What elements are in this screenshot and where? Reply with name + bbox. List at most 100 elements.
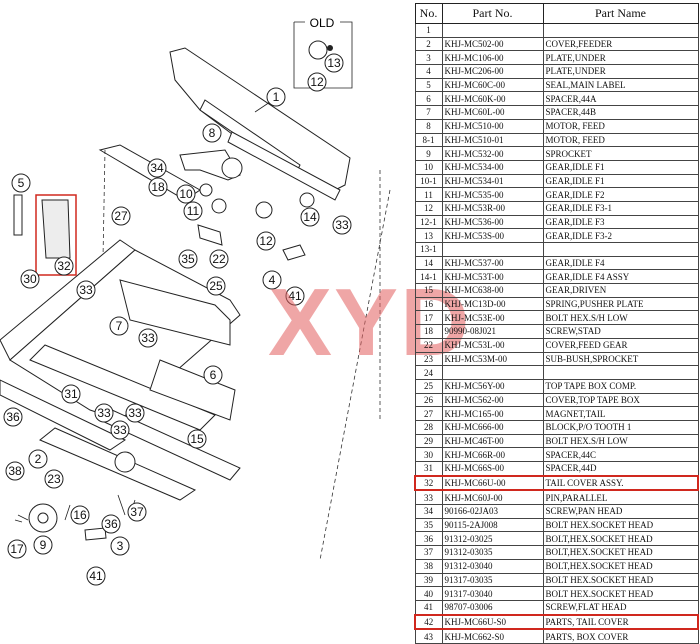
cell-part-name: PARTS, TAIL COVER bbox=[542, 613, 699, 631]
gear-idle-f1 bbox=[199, 183, 213, 197]
header-part-name: Part Name bbox=[542, 3, 699, 24]
gear-idle-f3 bbox=[255, 201, 273, 219]
cell-no: 6 bbox=[414, 91, 443, 107]
svg-text:30: 30 bbox=[23, 272, 37, 286]
cell-no: 31 bbox=[414, 460, 443, 477]
callout-33f: 33 bbox=[332, 215, 352, 235]
callout-12: 12 bbox=[256, 231, 276, 251]
cell-part-no: 98707-03006 bbox=[441, 599, 544, 616]
svg-text:12: 12 bbox=[310, 75, 324, 89]
callout-23: 23 bbox=[44, 469, 64, 489]
gear-idle-f4 bbox=[299, 192, 315, 208]
cell-part-no bbox=[441, 365, 544, 380]
cell-part-no: KHJ-MC106-00 bbox=[441, 50, 544, 66]
cell-part-name: GEAR,IDLE F3-2 bbox=[542, 228, 699, 243]
old-washer bbox=[327, 45, 333, 51]
svg-text:27: 27 bbox=[114, 209, 128, 223]
gear-cover bbox=[197, 224, 223, 246]
svg-text:35: 35 bbox=[181, 252, 195, 266]
callout-25: 25 bbox=[206, 276, 226, 296]
cell-part-name: PIN,PARALLEL bbox=[542, 489, 699, 506]
svg-text:36: 36 bbox=[104, 517, 118, 531]
cell-part-no: 90990-08J021 bbox=[441, 324, 544, 339]
cell-part-name: SPRING,PUSHER PLATE bbox=[542, 296, 699, 312]
callout-10: 10 bbox=[176, 184, 196, 204]
gear-idle-f2 bbox=[211, 198, 227, 214]
cell-part-no: KHJ-MC60J-00 bbox=[441, 489, 544, 506]
svg-text:41: 41 bbox=[288, 289, 302, 303]
svg-text:32: 32 bbox=[57, 259, 71, 273]
under-plate-2 bbox=[84, 527, 107, 541]
svg-text:15: 15 bbox=[190, 432, 204, 446]
header-no: No. bbox=[414, 3, 443, 24]
cell-part-no: KHJ-MC56Y-00 bbox=[441, 378, 544, 394]
svg-text:33: 33 bbox=[113, 423, 127, 437]
cell-part-no: KHJ-MC66S-00 bbox=[441, 460, 544, 477]
callout-33b: 33 bbox=[138, 328, 158, 348]
cell-part-no: KHJ-MC60L-00 bbox=[441, 105, 544, 120]
cell-part-name: MAGNET,TAIL bbox=[542, 406, 699, 421]
cell-part-name: SEAL,MAIN LABEL bbox=[542, 77, 699, 93]
cell-no: 37 bbox=[414, 545, 443, 560]
callout-1: 1 bbox=[254, 87, 286, 113]
cell-part-name: COVER,FEED GEAR bbox=[542, 337, 699, 353]
callout-36a: 36 bbox=[3, 407, 23, 427]
svg-text:7: 7 bbox=[116, 319, 123, 333]
cell-part-no: KHJ-MC535-00 bbox=[441, 187, 544, 202]
cell-part-no: KHJ-MC510-01 bbox=[441, 132, 544, 148]
callout-16: 16 bbox=[70, 505, 90, 525]
table-row: 24 bbox=[414, 365, 699, 380]
cell-part-no: KHJ-MC60C-00 bbox=[441, 77, 544, 93]
svg-text:13: 13 bbox=[327, 56, 341, 70]
table-row: 1 bbox=[414, 23, 699, 38]
svg-text:33: 33 bbox=[141, 331, 155, 345]
svg-text:33: 33 bbox=[79, 283, 93, 297]
cell-no: 8-1 bbox=[414, 132, 443, 148]
cell-part-no: KHJ-MC53R-00 bbox=[441, 200, 544, 216]
cell-part-name: SPROCKET bbox=[542, 146, 699, 161]
callout-3: 3 bbox=[110, 536, 130, 556]
cell-part-name: SCREW,PAN HEAD bbox=[542, 504, 699, 519]
cell-no: 16 bbox=[414, 296, 443, 312]
cell-part-name: SPACER,44A bbox=[542, 91, 699, 107]
cell-no: 26 bbox=[414, 392, 443, 408]
svg-text:36: 36 bbox=[6, 410, 20, 424]
cell-no: 18 bbox=[414, 324, 443, 339]
cell-part-name bbox=[542, 365, 699, 380]
cell-no: 32 bbox=[414, 474, 443, 492]
cell-part-name: SPACER,44D bbox=[542, 460, 699, 477]
cell-part-name: SUB-BUSH,SPROCKET bbox=[542, 351, 699, 367]
cell-part-no: 90115-2AJ008 bbox=[441, 517, 544, 533]
cell-part-no bbox=[441, 242, 544, 257]
callout-31: 31 bbox=[61, 384, 81, 404]
svg-text:17: 17 bbox=[10, 542, 24, 556]
tail-cover bbox=[41, 199, 71, 259]
cell-no: 13-1 bbox=[414, 242, 443, 257]
under-plate bbox=[282, 244, 306, 261]
cell-part-no: KHJ-MC502-00 bbox=[441, 36, 544, 52]
cell-part-no: 91312-03035 bbox=[441, 545, 544, 560]
cell-no: 35 bbox=[414, 517, 443, 533]
cell-part-name: TAIL COVER ASSY. bbox=[542, 474, 699, 492]
cell-part-name: TOP TAPE BOX COMP. bbox=[542, 378, 699, 394]
cell-no: 24 bbox=[414, 365, 443, 380]
callout-6: 6 bbox=[203, 365, 223, 385]
svg-text:9: 9 bbox=[40, 538, 47, 552]
cell-no: 1 bbox=[414, 23, 443, 38]
cell-part-no: KHJ-MC534-01 bbox=[441, 173, 544, 189]
cell-no: 3 bbox=[414, 50, 443, 66]
cell-part-no: KHJ-MC532-00 bbox=[441, 146, 544, 161]
callouts: 1 2 3 5 6 7 8 9 10 11 12 12 13 14 15 16 … bbox=[3, 53, 352, 586]
cell-part-no: KHJ-MC534-00 bbox=[441, 159, 544, 175]
svg-text:10: 10 bbox=[179, 187, 193, 201]
